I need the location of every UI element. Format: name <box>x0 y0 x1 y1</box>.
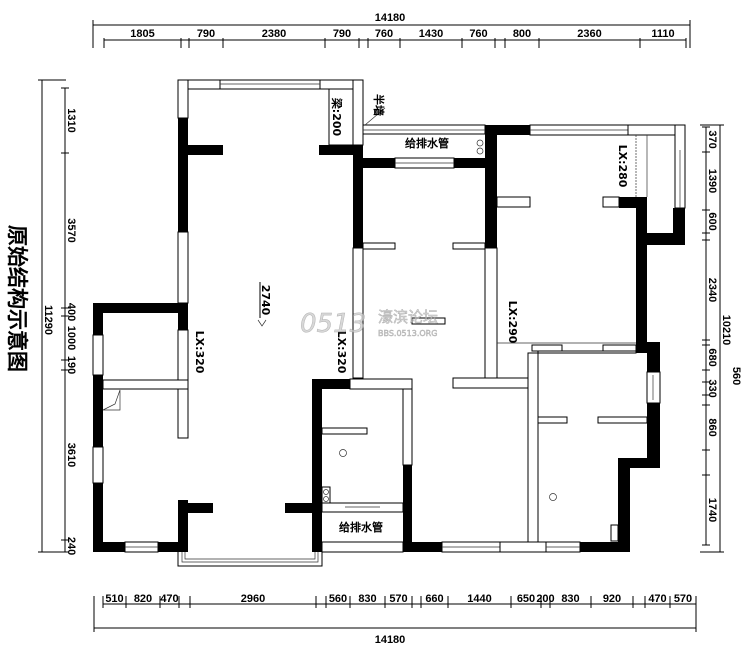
lx-living-right-label: LX:320 <box>335 331 348 374</box>
watermark: 0513 濠滨论坛 BBS.0513.ORG <box>300 308 439 340</box>
right-dimension-chain: 10210 370 1390 600 2340 680 560 330 860 1740 <box>700 124 742 553</box>
dimension-label: 1000 <box>65 326 77 350</box>
ceiling-height-label: 2740 <box>259 285 272 316</box>
dimension-label: 920 <box>603 593 621 605</box>
dimension-label: 650 <box>517 593 535 605</box>
annotations: 2740 梁:200 半墙 LX:320 LX:320 LX:290 LX:28… <box>193 94 629 534</box>
right-total-dimension: 10210 <box>720 315 732 346</box>
dimension-label: 240 <box>65 537 77 555</box>
dimension-label: 570 <box>389 593 407 605</box>
lx-top-right-label: LX:280 <box>616 145 629 188</box>
dimension-label: 2340 <box>706 278 718 302</box>
half-wall-label: 半墙 <box>372 94 386 116</box>
dimension-label: 510 <box>105 593 123 605</box>
watermark-url: BBS.0513.ORG <box>378 329 437 338</box>
dimension-label: 1390 <box>706 169 718 193</box>
top-dimension-chain: 14180 1805 790 2380 790 760 1430 760 800 2360 111… <box>92 12 691 48</box>
dimension-label: 330 <box>706 379 718 397</box>
pipe-label-top: 给排水管 <box>405 136 449 150</box>
watermark-name: 濠滨论坛 <box>378 308 438 326</box>
left-total-dimension: 11290 <box>42 305 54 335</box>
dimension-label: 3570 <box>65 218 77 242</box>
left-dimension-chain: 11290 1310 3570 400 1000 190 3610 240 <box>38 79 77 555</box>
dimension-label: 760 <box>469 28 487 40</box>
dimension-label: 1440 <box>467 593 491 605</box>
pipe-label-bottom: 给排水管 <box>339 520 383 534</box>
lx-middle-label: LX:290 <box>506 301 519 344</box>
dimension-label: 860 <box>706 418 718 436</box>
dimension-label: 570 <box>674 593 692 605</box>
beam-box <box>328 88 354 146</box>
dimension-label: 1430 <box>419 28 443 40</box>
dimension-label: 830 <box>561 593 579 605</box>
dimension-label: 190 <box>65 356 77 374</box>
watermark-logo: 0513 <box>300 309 366 339</box>
dimension-label: 830 <box>358 593 376 605</box>
dimension-label: 2380 <box>262 28 286 40</box>
lx-living-left-label: LX:320 <box>193 331 206 374</box>
dimension-label: 200 <box>536 593 554 605</box>
title-text: 原始结构示意图 <box>5 225 30 372</box>
dimension-label: 1110 <box>651 28 674 40</box>
dimension-label: 560 <box>329 593 347 605</box>
dimension-label: 400 <box>65 303 77 321</box>
dimension-label: 1740 <box>706 498 718 522</box>
bottom-total-dimension: 14180 <box>375 634 406 646</box>
dimension-label: 600 <box>706 212 718 230</box>
dimension-label: 2360 <box>577 28 601 40</box>
dimension-label: 1805 <box>130 28 154 40</box>
dimension-label: 790 <box>197 28 215 40</box>
dimension-label: 820 <box>134 593 152 605</box>
dimension-label: 370 <box>706 130 718 148</box>
dimension-label: 760 <box>375 28 393 40</box>
dimension-label: 470 <box>648 593 666 605</box>
dimension-label: 3610 <box>65 443 77 467</box>
dimension-label: 660 <box>425 593 443 605</box>
dimension-label: 680 <box>706 348 718 366</box>
dimension-label: 560 <box>730 367 742 385</box>
dimension-label: 1310 <box>65 108 77 132</box>
beam-label: 梁:200 <box>330 97 344 137</box>
dimension-label: 800 <box>513 28 531 40</box>
top-total-dimension: 14180 <box>375 12 406 24</box>
dimension-label: 790 <box>333 28 351 40</box>
plan-title: 原始结构示意图 <box>5 225 30 372</box>
dimension-label: 470 <box>160 593 178 605</box>
dimension-label: 2960 <box>241 593 265 605</box>
walls <box>92 79 686 567</box>
